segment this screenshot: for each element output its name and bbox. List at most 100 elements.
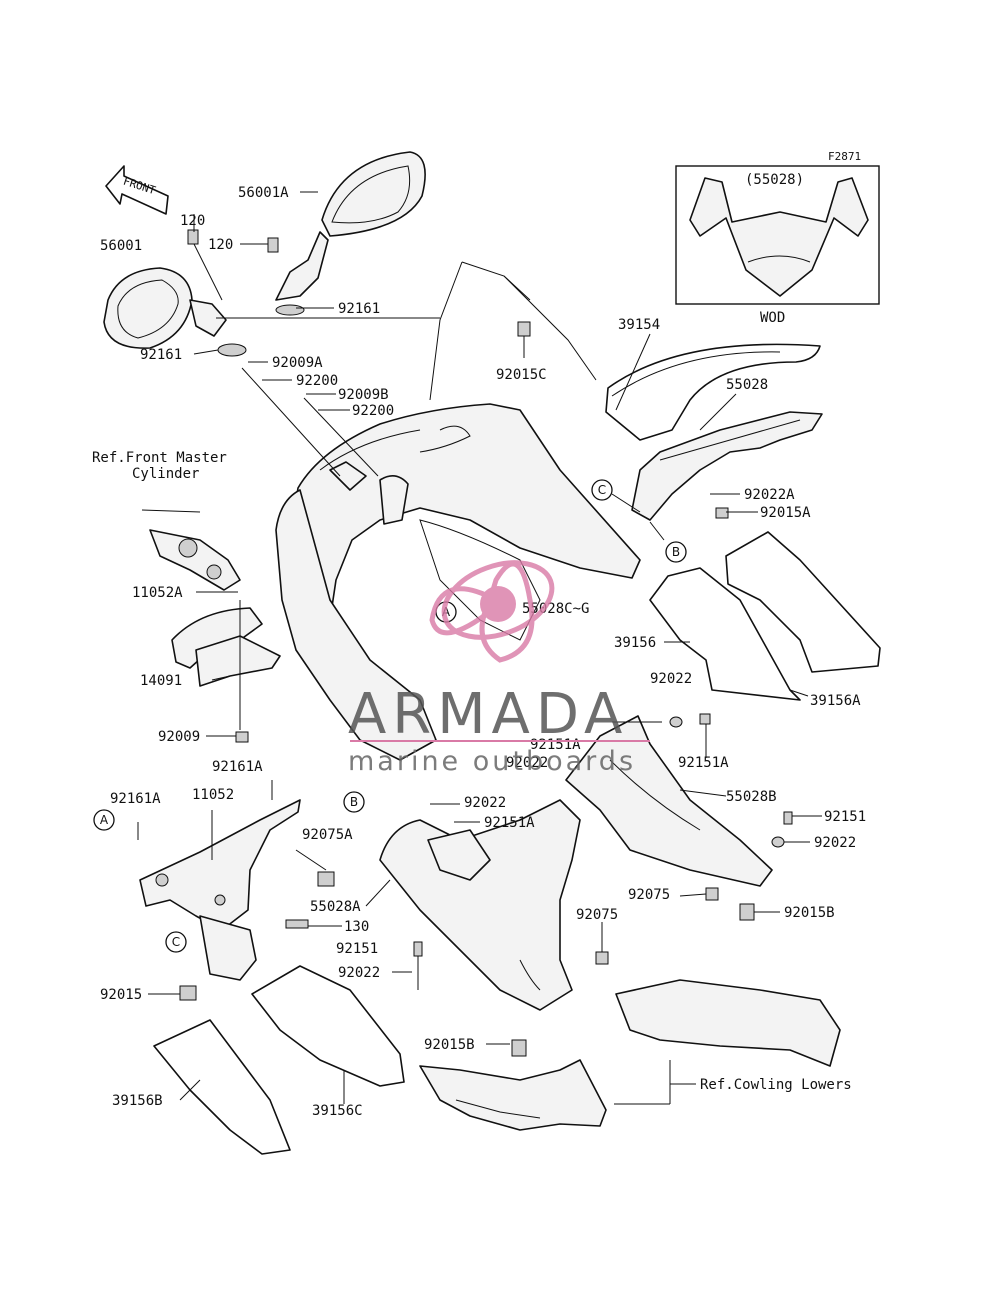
stay-11052 bbox=[139, 799, 301, 981]
label-39156B: 39156B bbox=[112, 1093, 163, 1109]
nut-92015-icon bbox=[179, 985, 197, 1001]
label-92015: 92015 bbox=[100, 987, 142, 1003]
callout-c-upper: C bbox=[591, 479, 613, 501]
inner-cover-55028 bbox=[631, 411, 823, 521]
label-92022-rr: 92022 bbox=[814, 835, 856, 851]
screw-92151-icon bbox=[413, 941, 423, 957]
label-39156A: 39156A bbox=[810, 693, 861, 709]
front-arrow-icon: FRONT bbox=[105, 165, 169, 215]
screw-92151-r-icon bbox=[783, 811, 793, 825]
screw-130-icon bbox=[285, 919, 309, 929]
middle-cowl-55028B bbox=[565, 715, 773, 887]
label-92075-r: 92075 bbox=[628, 887, 670, 903]
label-92015C: 92015C bbox=[496, 367, 547, 383]
inset-caption: WOD bbox=[760, 310, 785, 326]
watermark-title: ARMADA bbox=[348, 682, 628, 747]
grommet-92015B-icon bbox=[739, 903, 755, 921]
mirror-left bbox=[103, 267, 227, 349]
washer-92161-right-icon bbox=[275, 304, 305, 316]
label-92151-c: 92151 bbox=[336, 941, 378, 957]
washer-92161-left-icon bbox=[217, 343, 247, 357]
label-92009B: 92009B bbox=[338, 387, 389, 403]
label-92022-r: 92022 bbox=[650, 671, 692, 687]
upper-cowling bbox=[275, 403, 641, 761]
washer-92022-icon bbox=[669, 716, 683, 728]
callout-b-upper: B bbox=[665, 541, 687, 563]
nut-92009-icon bbox=[235, 731, 249, 743]
label-120-top: 120 bbox=[180, 213, 205, 229]
label-92151A-c: 92151A bbox=[484, 815, 535, 831]
svg-text:C: C bbox=[598, 483, 606, 497]
label-92075A: 92075A bbox=[302, 827, 353, 843]
label-92022-c: 92022 bbox=[464, 795, 506, 811]
grommet-92075-icon bbox=[595, 951, 609, 965]
windshield-39154 bbox=[605, 343, 821, 441]
panel-39156A bbox=[725, 531, 881, 673]
label-92161A-left: 92161A bbox=[110, 791, 161, 807]
callout-c-lower: C bbox=[165, 931, 187, 953]
callout-a-left: A bbox=[93, 809, 115, 831]
washer-92022-b-icon bbox=[771, 836, 785, 848]
screen-outline bbox=[429, 261, 597, 401]
label-92015B-r: 92015B bbox=[784, 905, 835, 921]
grommet-92075-r-icon bbox=[705, 887, 719, 901]
label-92022-low: 92022 bbox=[338, 965, 380, 981]
label-56001: 56001 bbox=[100, 238, 142, 254]
label-11052A: 11052A bbox=[132, 585, 183, 601]
callout-b-lower: B bbox=[343, 791, 365, 813]
label-55028B: 55028B bbox=[726, 789, 777, 805]
panel-39156C bbox=[251, 965, 405, 1087]
label-92161A-top: 92161A bbox=[212, 759, 263, 775]
label-14091: 14091 bbox=[140, 673, 182, 689]
label-92022-mid: 92022 bbox=[506, 755, 548, 771]
fastener-120-right-icon bbox=[267, 237, 279, 253]
inset-windshield bbox=[689, 177, 869, 297]
grommet-92015B-low-icon bbox=[511, 1039, 527, 1057]
cowling-lower-ref bbox=[419, 979, 841, 1131]
nut-92015A-icon bbox=[715, 507, 729, 519]
label-92161-b: 92161 bbox=[140, 347, 182, 363]
label-92015B-low: 92015B bbox=[424, 1037, 475, 1053]
watermark-subtitle: marine outboards bbox=[348, 746, 636, 777]
label-92022A: 92022A bbox=[744, 487, 795, 503]
label-92009A: 92009A bbox=[272, 355, 323, 371]
label-11052: 11052 bbox=[192, 787, 234, 803]
figure-code: F2871 bbox=[828, 150, 861, 163]
label-56001A: 56001A bbox=[238, 185, 289, 201]
label-39154: 39154 bbox=[618, 317, 660, 333]
label-55028: 55028 bbox=[726, 377, 768, 393]
label-92009: 92009 bbox=[158, 729, 200, 745]
label-39156: 39156 bbox=[614, 635, 656, 651]
svg-text:C: C bbox=[172, 935, 180, 949]
propeller-logo-icon bbox=[429, 560, 555, 663]
label-92161-a: 92161 bbox=[338, 301, 380, 317]
ref-front-master-cylinder-line2: Cylinder bbox=[132, 466, 199, 482]
label-92015A: 92015A bbox=[760, 505, 811, 521]
label-92075-c: 92075 bbox=[576, 907, 618, 923]
grommet-92075A-icon bbox=[317, 871, 335, 887]
side-cowl-55028A bbox=[379, 799, 581, 1011]
ref-front-master-cylinder-line1: Ref.Front Master bbox=[92, 450, 227, 466]
panel-39156B bbox=[153, 1019, 291, 1155]
svg-text:A: A bbox=[100, 813, 109, 827]
svg-text:B: B bbox=[672, 545, 680, 559]
panel-39156 bbox=[649, 567, 801, 701]
fastener-120-left-icon bbox=[187, 229, 199, 245]
label-39156C: 39156C bbox=[312, 1103, 363, 1119]
watermark-logo: ARMADA marine outboards bbox=[348, 560, 650, 777]
mirror-right bbox=[275, 151, 426, 301]
label-55028A: 55028A bbox=[310, 899, 361, 915]
label-92151-r: 92151 bbox=[824, 809, 866, 825]
screw-92151A-icon bbox=[699, 713, 711, 725]
label-92151A-r: 92151A bbox=[678, 755, 729, 771]
label-120-mid: 120 bbox=[208, 237, 233, 253]
leader-lines bbox=[137, 191, 822, 1105]
svg-text:B: B bbox=[350, 795, 358, 809]
grommet-92015C-icon bbox=[517, 321, 531, 337]
label-92200-b: 92200 bbox=[352, 403, 394, 419]
part-labels: 56001A 56001 120 120 92161 92161 92009A … bbox=[100, 185, 866, 1119]
inset-part-ref: (55028) bbox=[745, 172, 804, 188]
inset-wod-box: (55028) WOD bbox=[675, 165, 880, 326]
label-130: 130 bbox=[344, 919, 369, 935]
